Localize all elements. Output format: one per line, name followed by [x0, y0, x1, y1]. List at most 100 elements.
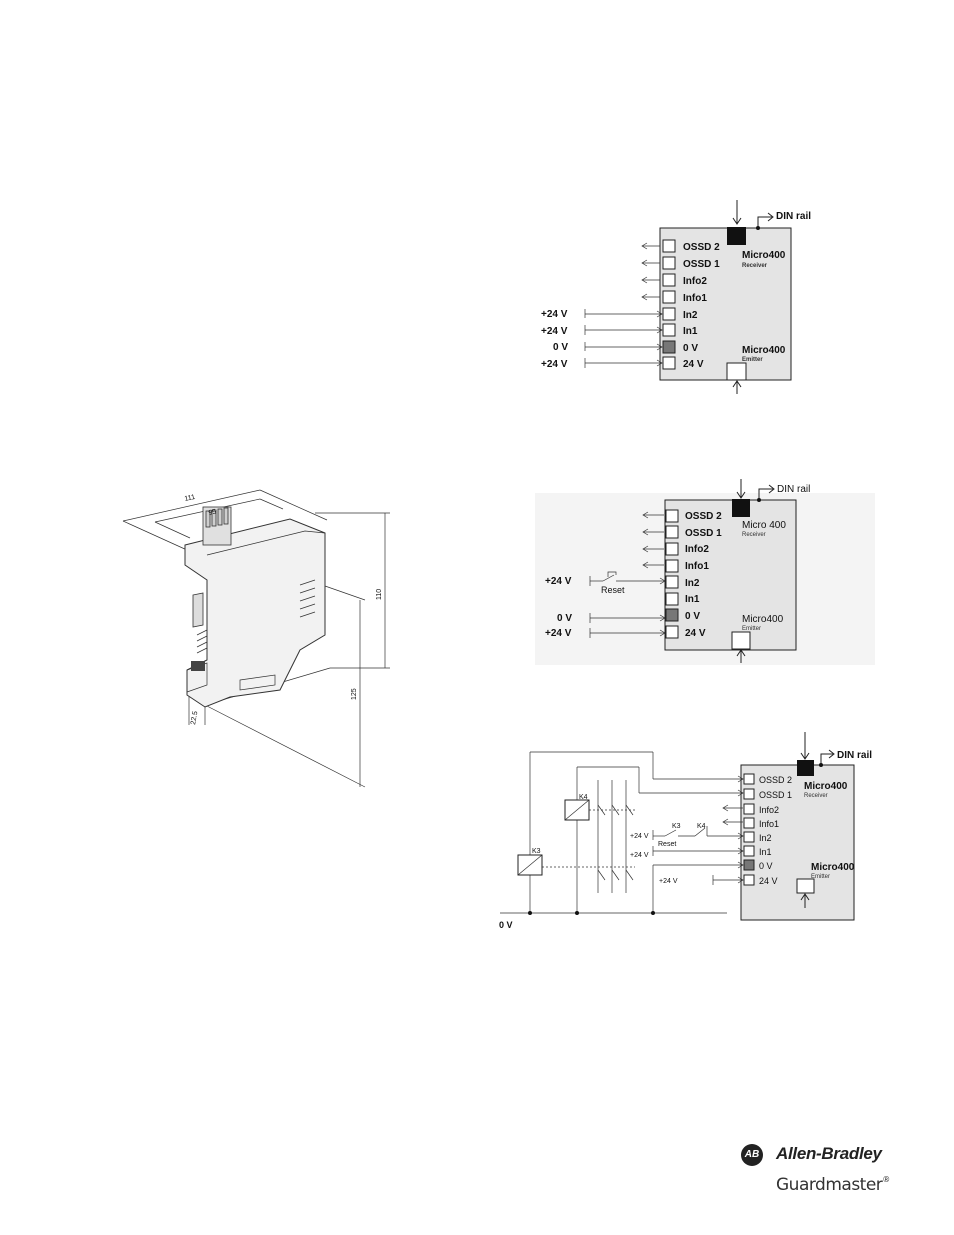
reset-switch [589, 571, 666, 638]
k3-label: K3 [532, 848, 541, 855]
k4-contact-label: K4 [697, 823, 706, 830]
terminal-label: 0 V [683, 343, 698, 354]
receiver-connector [732, 499, 750, 517]
receiver-title: Micro400 [804, 781, 848, 792]
input-label: +24 V [659, 878, 678, 885]
terminal-info1 [665, 559, 679, 573]
terminal-info2 [743, 803, 755, 815]
registered-mark: ® [882, 1175, 890, 1184]
receiver-housing [664, 499, 797, 651]
emitter-subtitle: Emitter [811, 874, 830, 880]
terminal-ossd2 [665, 509, 679, 523]
terminal-label: 24 V [683, 359, 704, 370]
emitter-title: Micro400 [742, 614, 784, 625]
terminal-label: Info1 [683, 293, 707, 304]
terminal-label: OSSD 2 [685, 511, 722, 522]
input-label: +24 V [630, 833, 649, 840]
wiring-diagram-2: DIN rail Micro 400 Receiver Micro400 Emi… [535, 479, 875, 665]
allen-bradley-logo-mark: AB [741, 1144, 763, 1166]
terminal-label: In2 [683, 310, 698, 321]
dimension-drawing: 111 95 110 125 22.5 [122, 489, 390, 788]
reset-label: Reset [658, 841, 676, 848]
terminal-info1 [743, 817, 755, 829]
k3-contact-label: K3 [672, 823, 681, 830]
input-label: 0 V [553, 342, 568, 353]
terminal-24v [743, 874, 755, 886]
wiring-diagram-1: DIN rail Micro400 Receiver Micro400 Emit… [541, 200, 811, 394]
terminal-0v [665, 608, 679, 622]
terminal-label: OSSD 1 [759, 790, 792, 800]
terminal-ossd2 [743, 773, 755, 785]
terminal-label: Info2 [685, 544, 709, 555]
sub-brand-text: Guardmaster [776, 1175, 883, 1195]
din-rail-label: DIN rail [776, 211, 811, 222]
receiver-subtitle: Receiver [804, 793, 828, 799]
sub-brand-name: Guardmaster® [776, 1175, 890, 1195]
terminal-in2 [662, 307, 676, 321]
receiver-subtitle: Receiver [742, 532, 766, 538]
receiver-housing [659, 227, 792, 381]
input-label: +24 V [630, 852, 649, 859]
terminal-in1 [662, 323, 676, 337]
receiver-connector [797, 760, 814, 776]
input-label: 0 V [557, 613, 572, 624]
terminal-label: OSSD 1 [683, 259, 720, 270]
dim-width-111: 111 [184, 494, 196, 503]
receiver-subtitle: Receiver [742, 263, 768, 269]
terminal-label: OSSD 1 [685, 528, 722, 539]
emitter-title: Micro400 [811, 862, 855, 873]
terminal-label: In1 [683, 326, 698, 337]
terminal-label: In1 [685, 594, 700, 605]
terminal-label: Info1 [685, 561, 709, 572]
terminal-ossd2 [662, 239, 676, 253]
din-rail-label: DIN rail [777, 484, 810, 495]
dim-height-125: 125 [351, 688, 358, 700]
terminal-ossd1 [662, 256, 676, 270]
dim-height-110: 110 [376, 589, 383, 600]
terminal-0v [662, 340, 676, 354]
emitter-connector [731, 631, 751, 650]
ground-label: 0 V [499, 920, 513, 930]
terminal-24v [665, 625, 679, 639]
input-label: +24 V [541, 359, 568, 370]
emitter-subtitle: Emitter [742, 357, 763, 363]
terminal-label: In2 [685, 578, 700, 589]
module-housing [184, 506, 326, 708]
receiver-connector [727, 227, 746, 245]
terminal-in2 [665, 575, 679, 589]
terminal-24v [662, 356, 676, 370]
terminal-info2 [665, 542, 679, 556]
emitter-connector [726, 362, 747, 381]
terminal-in1 [743, 845, 755, 857]
emitter-subtitle: Emitter [742, 626, 761, 632]
terminal-label: OSSD 2 [759, 775, 792, 785]
terminal-label: In1 [759, 847, 772, 857]
terminal-in2 [743, 831, 755, 843]
emitter-title: Micro400 [742, 345, 786, 356]
din-rail-label: DIN rail [837, 750, 872, 761]
terminal-label: 0 V [685, 611, 700, 622]
terminal-label: Info2 [759, 805, 779, 815]
terminal-info1 [662, 290, 676, 304]
receiver-title: Micro 400 [742, 520, 786, 531]
receiver-title: Micro400 [742, 250, 786, 261]
input-label: +24 V [541, 309, 568, 320]
dim-depth-22-5: 22.5 [190, 711, 199, 726]
wiring-diagram-3: DIN rail Micro400 Receiver Micro400 Emit… [499, 732, 872, 930]
terminal-label: 24 V [685, 628, 706, 639]
terminal-label: OSSD 2 [683, 242, 720, 253]
k4-label: K4 [579, 794, 588, 801]
input-label: +24 V [545, 628, 572, 639]
terminal-ossd1 [743, 788, 755, 800]
terminal-label: Info2 [683, 276, 707, 287]
input-label: +24 V [545, 576, 572, 587]
reset-label: Reset [601, 585, 625, 595]
input-label: +24 V [541, 326, 568, 337]
terminal-info2 [662, 273, 676, 287]
brand-name: Allen-Bradley [776, 1144, 882, 1163]
terminal-ossd1 [665, 525, 679, 539]
terminal-label: In2 [759, 833, 772, 843]
emitter-connector [796, 878, 815, 894]
terminal-label: Info1 [759, 819, 779, 829]
terminal-0v [743, 859, 755, 871]
